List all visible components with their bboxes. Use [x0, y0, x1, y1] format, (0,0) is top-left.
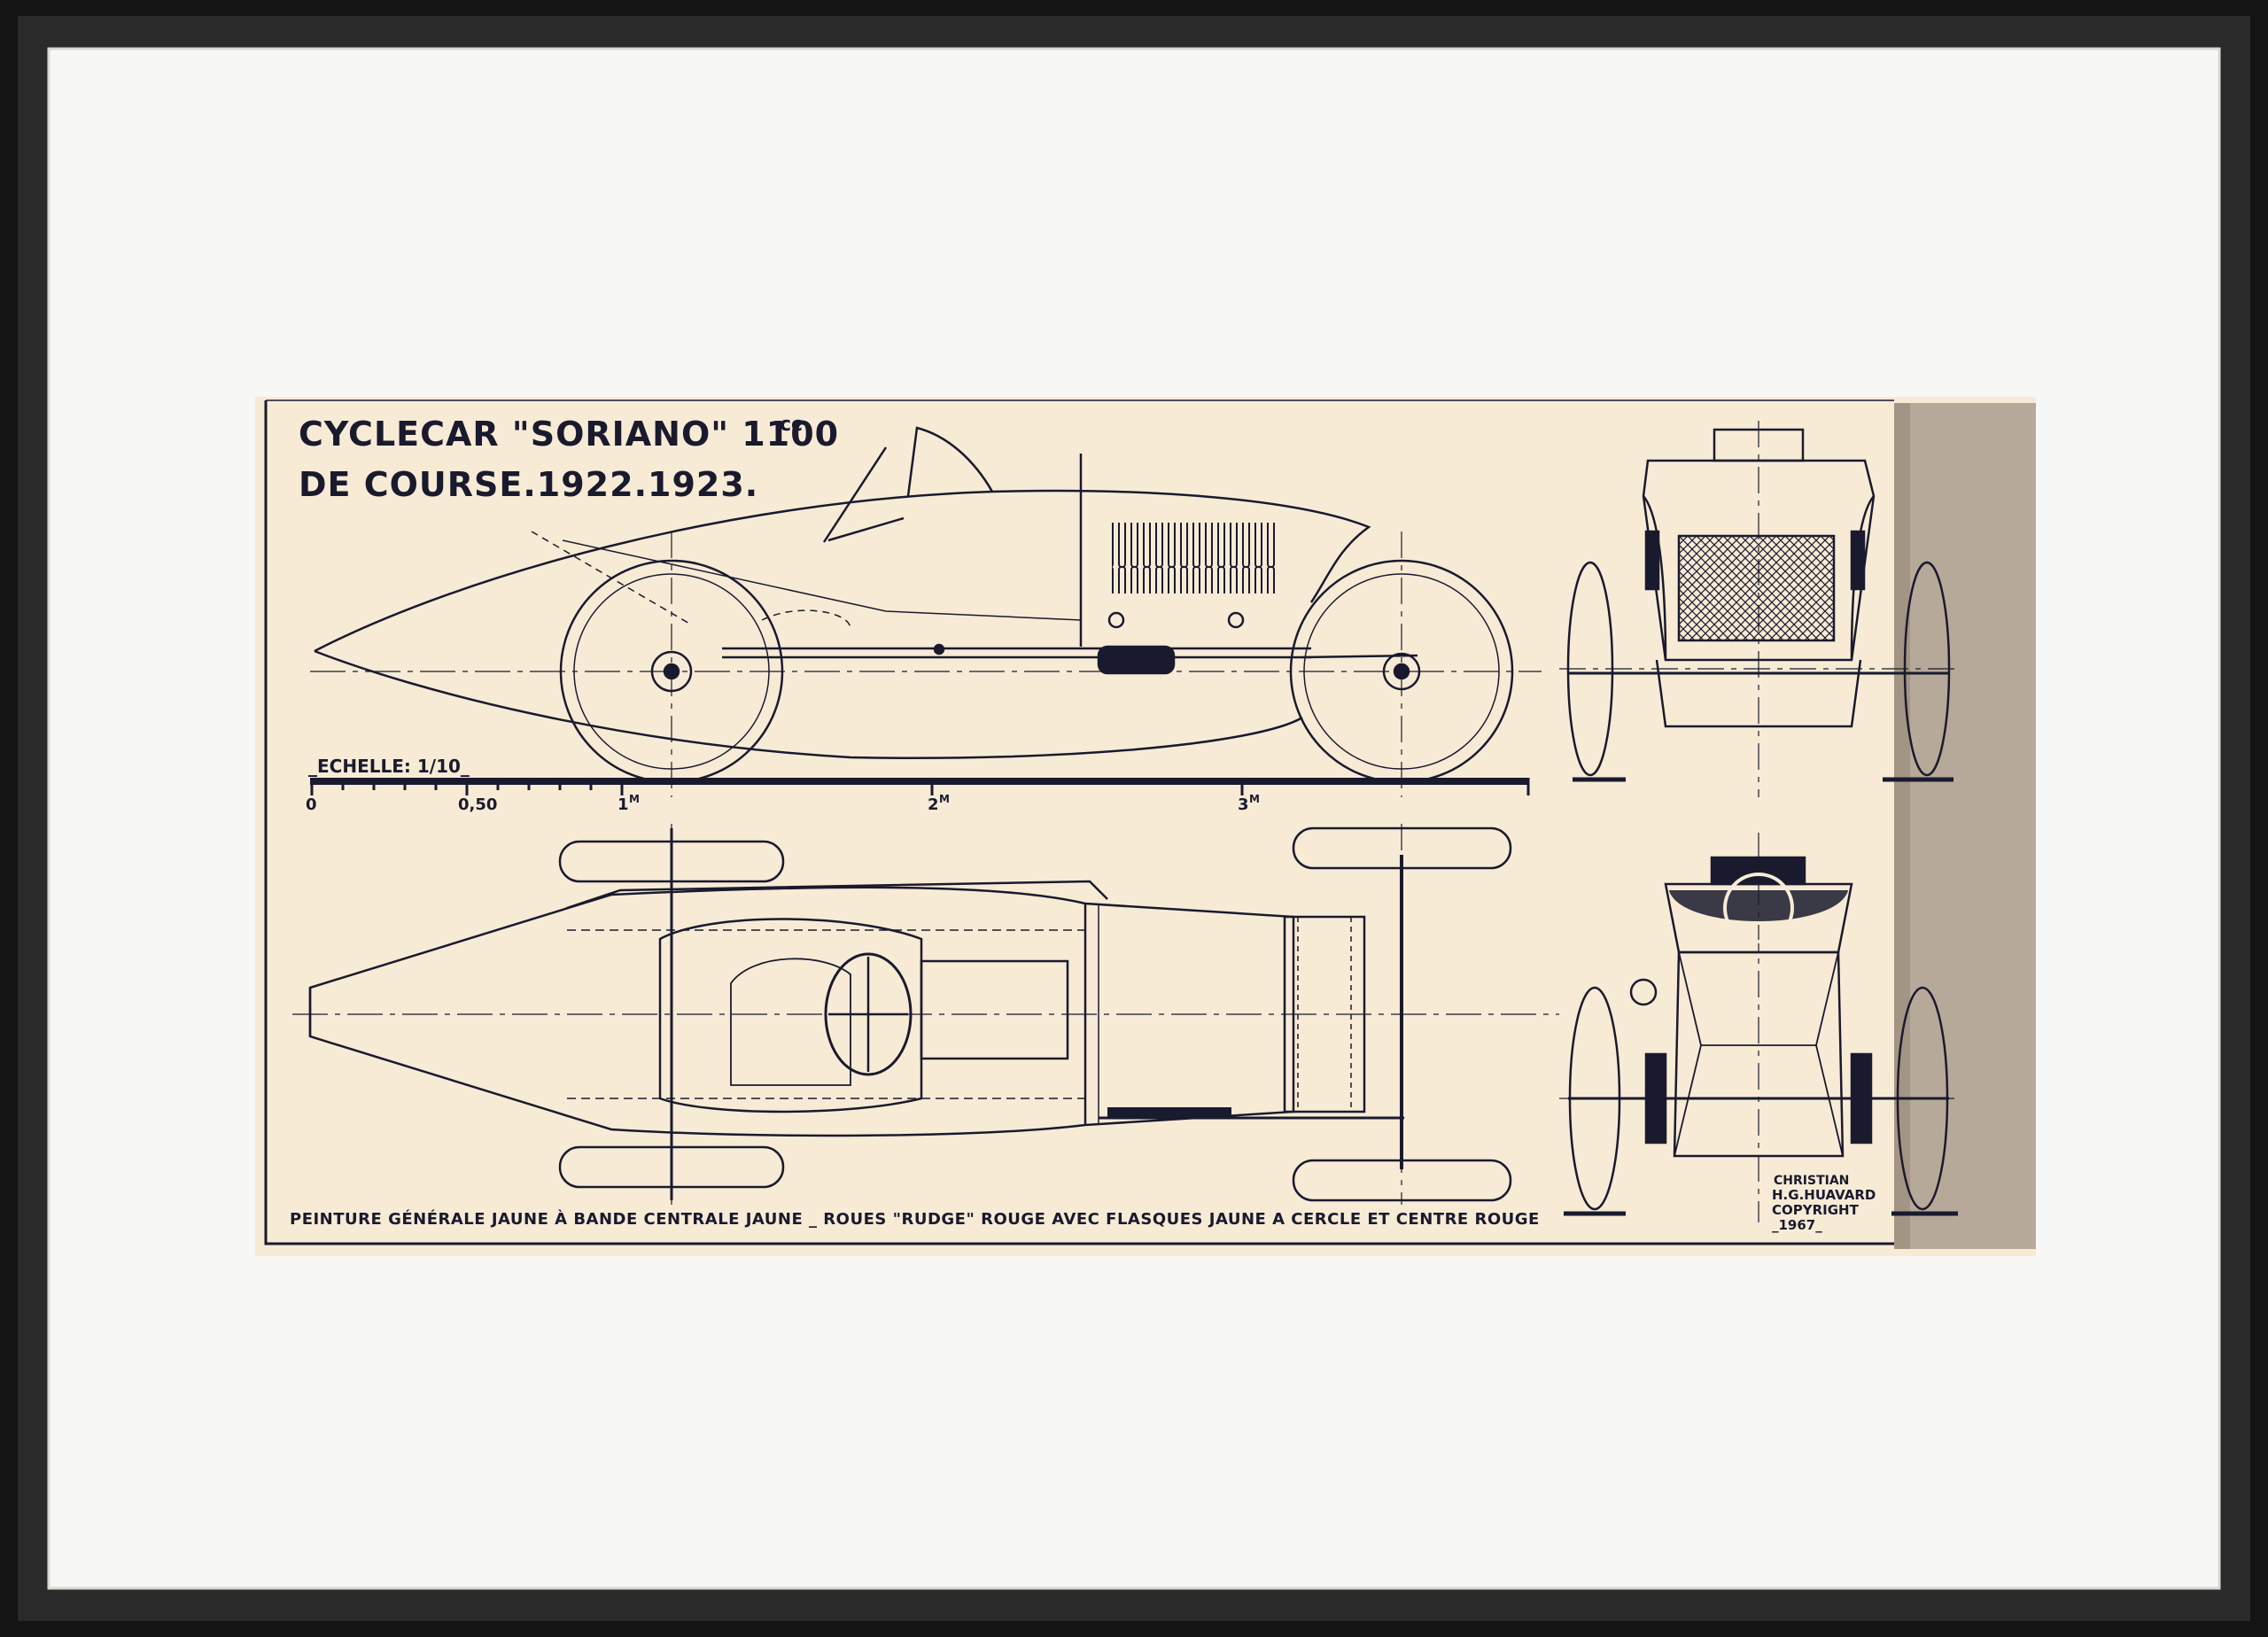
scale-unit-2: M: [939, 793, 950, 805]
paint-caption: PEINTURE GÉNÉRALE JAUNE À BANDE CENTRALE…: [290, 1209, 1540, 1229]
drawing-title: CYCLECAR "SORIANO" 1100 cc DE COURSE.192…: [299, 414, 839, 504]
scale-tick-2: 2: [928, 795, 939, 814]
scale-tick-half: 0,50: [458, 795, 497, 814]
title-line-2: DE COURSE.1922.1923.: [299, 465, 758, 504]
scale-tick-1: 1: [617, 795, 629, 814]
scale-unit-1: M: [629, 793, 640, 805]
signature-block: CHRISTIAN H.G.HUAVARD COPYRIGHT _1967_: [1772, 1174, 1876, 1233]
scale-label: _ECHELLE: 1/10_: [308, 756, 470, 777]
signature-line-3: COPYRIGHT: [1772, 1202, 1860, 1218]
signature-line-4: _1967_: [1772, 1217, 1822, 1233]
title-line-1: CYCLECAR "SORIANO" 1100: [299, 415, 839, 454]
scale-unit-3: M: [1249, 793, 1260, 805]
shadow-strip: [1894, 403, 2036, 1249]
scale-bar: _ECHELLE: 1/10_ 0 0,50 1 M 2 M 3 M: [306, 756, 1530, 814]
signature-line-1: CHRISTIAN: [1774, 1174, 1849, 1188]
top-view: [292, 824, 1559, 1205]
signature-line-2: H.G.HUAVARD: [1772, 1187, 1876, 1203]
title-cc: cc: [780, 414, 803, 436]
scale-tick-0: 0: [306, 795, 317, 814]
front-view: [1559, 421, 1958, 797]
scale-tick-3: 3: [1238, 795, 1249, 814]
rear-view: [1559, 833, 1958, 1222]
